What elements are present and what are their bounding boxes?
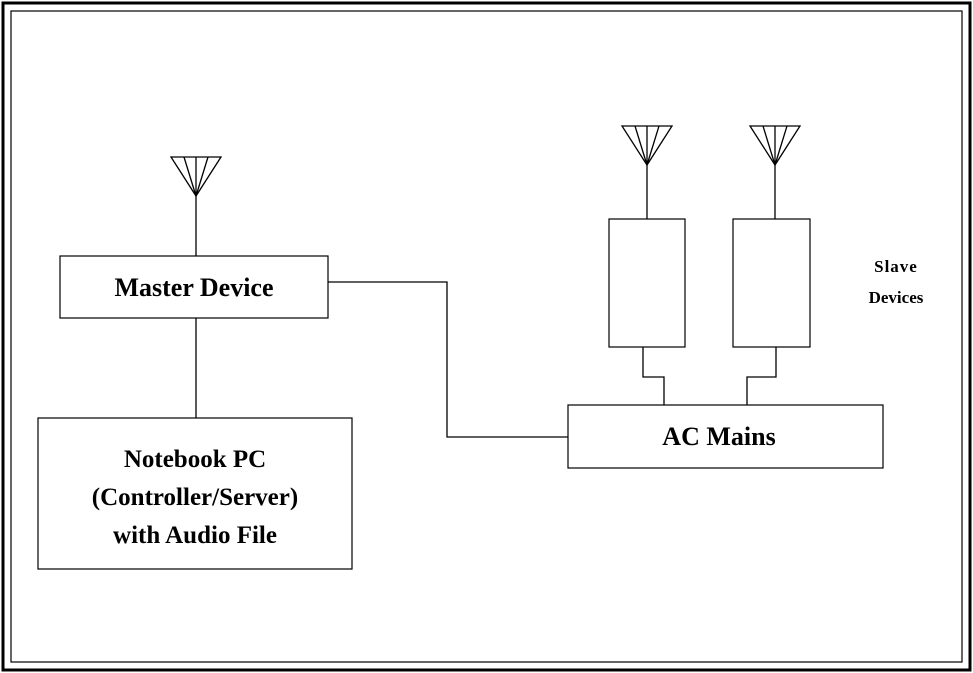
slave-antenna-icon-1 (620, 125, 674, 219)
slave-antenna-icon-2 (748, 125, 802, 219)
notebook-label-line2: (Controller/Server) (92, 484, 298, 511)
slave-2-to-mains-link (746, 347, 777, 405)
master-device-label: Master Device (114, 273, 273, 302)
notebook-pc-box: Notebook PC (Controller/Server) with Aud… (37, 417, 353, 570)
slave-device-box-2 (732, 218, 811, 348)
slave-device-box-1 (608, 218, 686, 348)
master-to-mains-link (328, 281, 568, 438)
slave-1-to-mains-link (642, 347, 665, 405)
notebook-label-line1: Notebook PC (124, 446, 266, 473)
master-device-box: Master Device (59, 255, 329, 319)
ac-mains-box: AC Mains (567, 404, 884, 469)
slave-devices-label-line1: Slave (874, 257, 918, 276)
slave-devices-label-line2: Devices (869, 288, 924, 307)
master-antenna-icon (169, 156, 223, 256)
ac-mains-label: AC Mains (662, 422, 775, 451)
notebook-label-line3: with Audio File (113, 522, 277, 549)
inner-border (10, 10, 963, 663)
